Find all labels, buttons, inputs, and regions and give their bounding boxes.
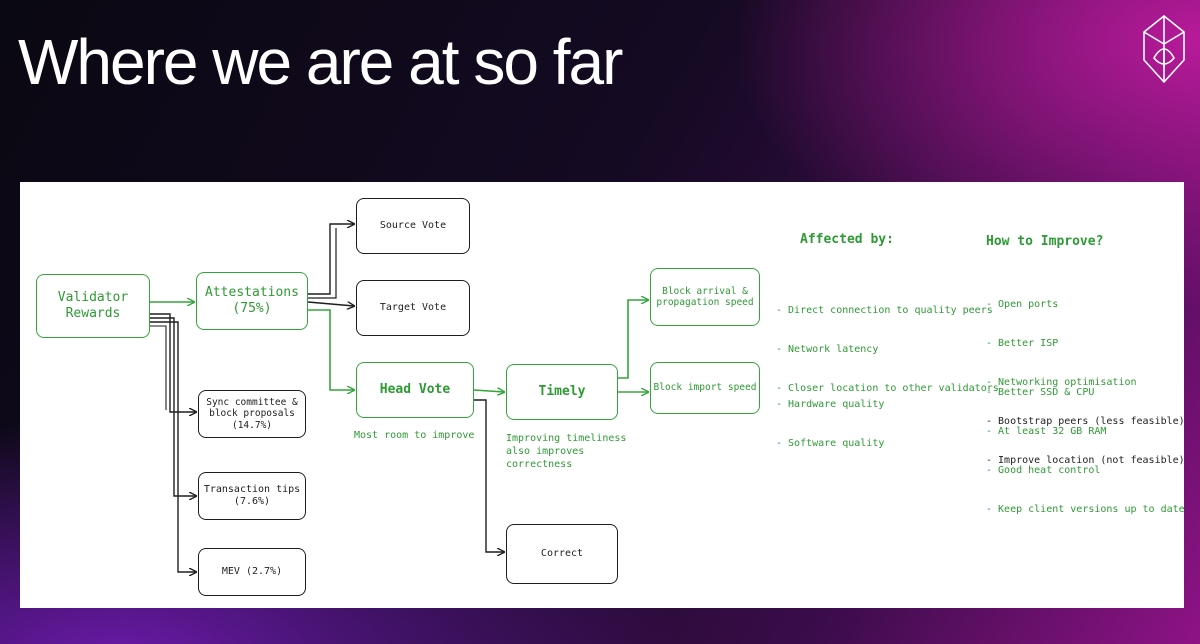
edge-attestations-head <box>308 309 354 390</box>
list-item: - Better ISP <box>986 338 1059 349</box>
edge-attestations-target <box>307 301 354 306</box>
node-timely: Timely <box>506 364 618 420</box>
node-block-import: Block import speed <box>650 362 760 414</box>
node-attestations: Attestations (75%) <box>196 272 308 330</box>
node-head-vote: Head Vote <box>356 362 474 418</box>
list-item: - Hardware quality <box>776 399 885 410</box>
node-mev: MEV (2.7%) <box>198 548 306 596</box>
connector-lines <box>150 182 1184 608</box>
edge-rewards-tips <box>150 317 196 496</box>
list-item: - Keep client versions up to date <box>986 504 1185 515</box>
affected-by-import-list: - Hardware quality - Software quality <box>776 372 884 476</box>
how-to-improve-import-list: - Better SSD & CPU - At least 32 GB RAM … <box>986 360 1185 542</box>
timely-note: Improving timeliness also improves corre… <box>506 433 627 470</box>
list-item: - Good heat control <box>986 465 1101 476</box>
node-block-arrival: Block arrival & propagation speed <box>650 268 760 326</box>
list-item: - Open ports <box>986 299 1059 310</box>
edge-head-correct <box>474 399 504 552</box>
node-sync-committee: Sync committee & block proposals (14.7%) <box>198 390 306 438</box>
list-item: - Direct connection to quality peers <box>776 305 993 316</box>
edge-rewards-sync <box>150 313 196 412</box>
head-vote-note: Most room to improve <box>354 430 475 441</box>
node-target-vote: Target Vote <box>356 280 470 336</box>
edge-rewards-mev <box>150 321 196 572</box>
how-to-improve-arrival-list: - Open ports - Better ISP - Networking o… <box>986 272 1185 493</box>
list-item: - Network latency <box>776 344 879 355</box>
list-item: - Networking optimisation <box>986 377 1137 388</box>
edge-attestations-source <box>308 224 354 295</box>
affected-by-arrival-list: - Direct connection to quality peers - N… <box>776 278 999 421</box>
list-item: - Closer location to other validators <box>776 383 999 394</box>
list-item: - At least 32 GB RAM <box>986 426 1107 437</box>
shield-leaf-logo-icon <box>1143 15 1185 83</box>
node-source-vote: Source Vote <box>356 198 470 254</box>
node-validator-rewards: Validator Rewards <box>36 274 150 338</box>
edge-timely-arrival <box>618 300 648 379</box>
list-item: - Improve location (not feasible) <box>986 455 1185 466</box>
affected-by-header: Affected by: <box>800 232 894 247</box>
list-item: - Bootstrap peers (less feasible) <box>986 416 1185 427</box>
diagram-panel: Validator Rewards Attestations (75%) Sou… <box>20 182 1185 608</box>
list-item: - Better SSD & CPU <box>986 387 1095 398</box>
edge-head-timely <box>473 390 504 392</box>
node-correct: Correct <box>506 524 618 584</box>
node-transaction-tips: Transaction tips (7.6%) <box>198 472 306 520</box>
slide-title: Where we are at so far <box>18 26 623 98</box>
list-item: - Software quality <box>776 438 885 449</box>
how-to-improve-header: How to Improve? <box>986 234 1104 249</box>
